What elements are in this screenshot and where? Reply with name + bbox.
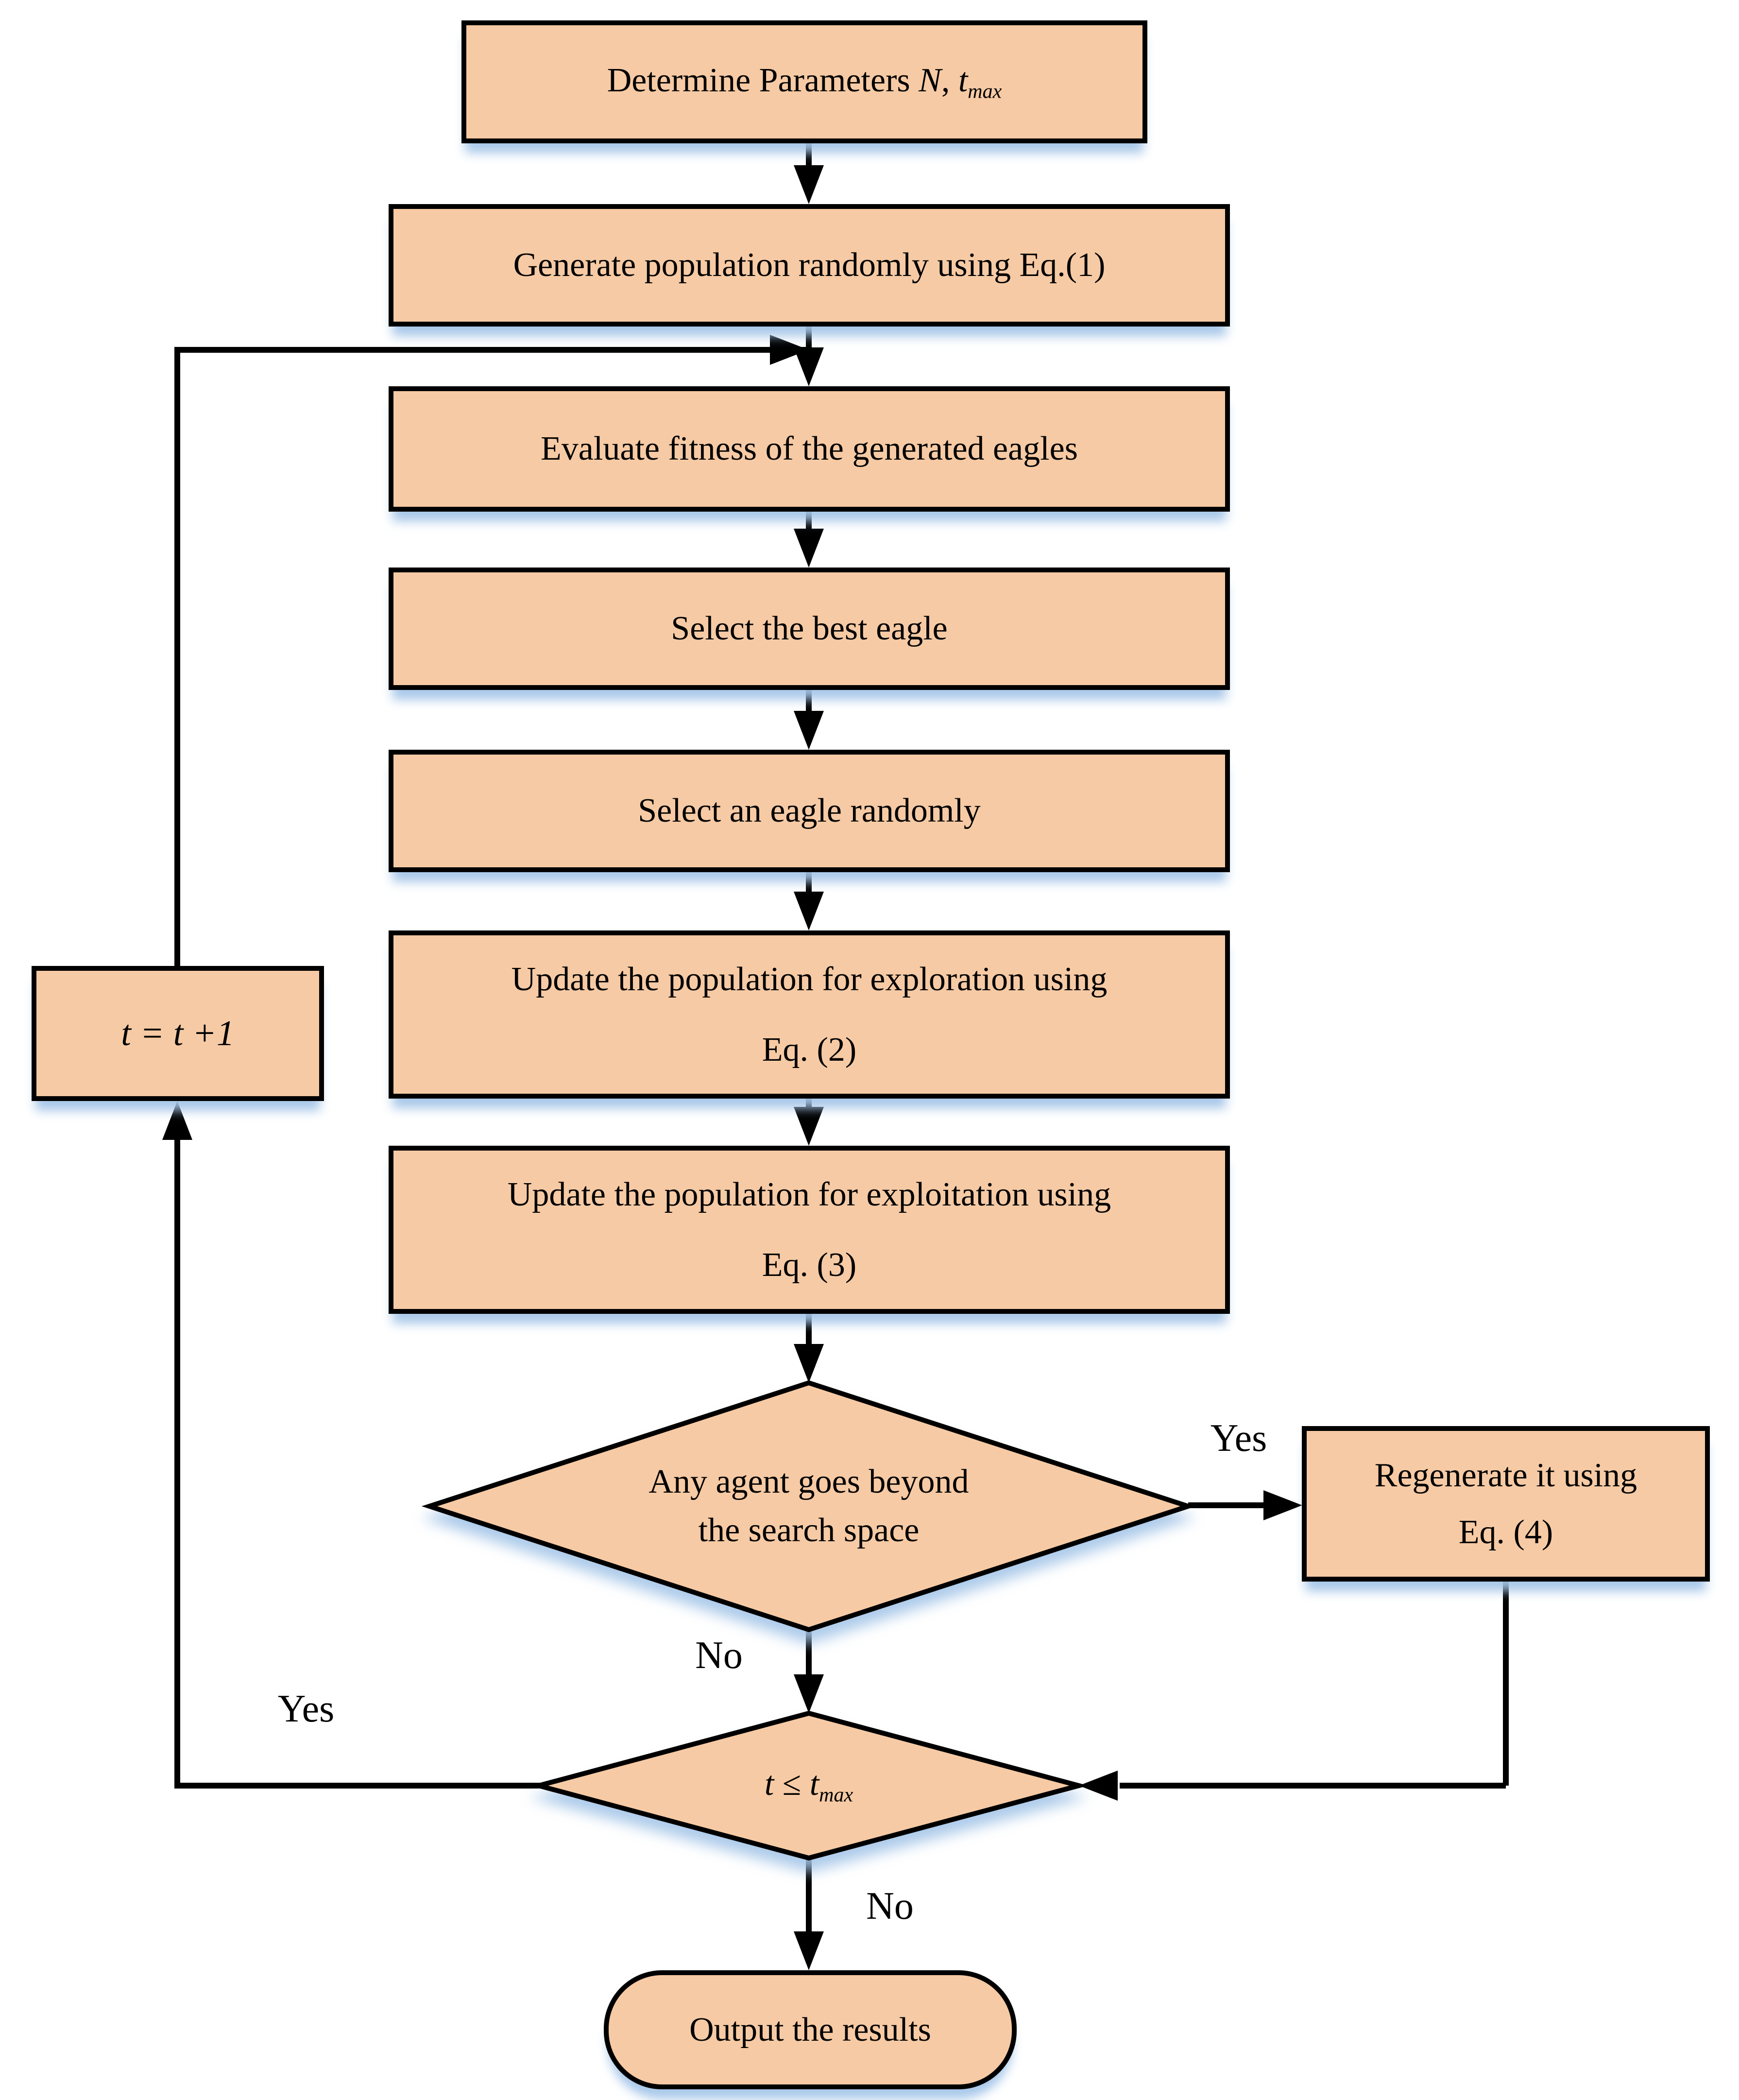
arrowhead-down-icon (794, 347, 824, 386)
process-increment-iteration: t = t +1 (32, 966, 324, 1101)
connector-select-random-to-exploration (806, 872, 812, 895)
process-evaluate-fitness: Evaluate fitness of the generated eagles (389, 386, 1230, 512)
node-label: t = t +1 (121, 1013, 235, 1053)
arrowhead-down-icon (794, 1674, 824, 1713)
connector-loop-left-lower (174, 1140, 180, 1786)
node-label: Evaluate fitness of the generated eagles (541, 430, 1078, 468)
edge-label-iteration-yes: Yes (277, 1687, 335, 1730)
arrowhead-down-icon (794, 1107, 824, 1146)
arrowhead-down-icon (794, 711, 824, 750)
process-select-random-eagle: Select an eagle randomly (389, 750, 1230, 872)
process-generate-population: Generate population randomly using Eq.(1… (389, 204, 1230, 327)
arrowhead-down-icon (794, 165, 824, 204)
connector-boundary-yes (1188, 1502, 1266, 1508)
arrowhead-down-icon (794, 1931, 824, 1970)
connector-evaluate-to-select-best (806, 512, 812, 534)
connector-exploitation-to-boundary (806, 1314, 812, 1348)
process-update-exploration: Update the population for exploration us… (389, 930, 1230, 1099)
decision-boundary-check: Any agent goes beyond the search space (421, 1380, 1196, 1633)
terminator-output-results: Output the results (604, 1970, 1017, 2089)
arrowhead-down-icon (794, 1344, 824, 1383)
edge-label-boundary-yes: Yes (1210, 1417, 1267, 1460)
node-label: Any agent goes beyond the search space (648, 1463, 969, 1549)
diamond-shape (421, 1380, 1196, 1633)
node-label: Output the results (689, 2011, 931, 2048)
process-select-best-eagle: Select the best eagle (389, 568, 1230, 690)
connector-regenerate-down (1503, 1582, 1509, 1786)
connector-loop-return-top (177, 347, 809, 353)
edge-label-boundary-no: No (695, 1634, 743, 1677)
decision-iteration-check: t ≤ tmax (529, 1710, 1089, 1861)
node-label: Generate population randomly using Eq.(1… (513, 246, 1106, 284)
node-label: Determine Parameters N, tmax (607, 62, 1002, 103)
process-determine-parameters: Determine Parameters N, tmax (461, 20, 1147, 143)
diamond-shape (529, 1710, 1089, 1861)
connector-iteration-yes (174, 1783, 540, 1789)
arrowhead-up-icon (162, 1101, 192, 1140)
process-update-exploitation: Update the population for exploitation u… (389, 1146, 1230, 1314)
connector-regenerate-to-iteration (1120, 1783, 1506, 1789)
connector-select-best-to-select-random (806, 690, 812, 714)
arrowhead-down-icon (794, 892, 824, 930)
node-label: Update the population for exploitation u… (507, 1175, 1111, 1284)
node-label: Select the best eagle (671, 610, 948, 648)
connector-determine-to-generate (806, 143, 812, 168)
arrowhead-down-icon (794, 529, 824, 568)
connector-boundary-no (806, 1630, 812, 1678)
node-label: Update the population for exploration us… (511, 960, 1108, 1069)
node-label: Select an eagle randomly (638, 792, 981, 830)
node-label: t ≤ tmax (764, 1765, 853, 1807)
process-regenerate: Regenerate it using Eq. (4) (1302, 1426, 1710, 1582)
edge-label-iteration-no: No (866, 1885, 914, 1928)
connector-iteration-no (806, 1858, 812, 1933)
node-label: Regenerate it using Eq. (4) (1374, 1456, 1637, 1551)
connector-loop-left-upper (174, 347, 180, 966)
arrowhead-right-icon (1263, 1490, 1302, 1520)
